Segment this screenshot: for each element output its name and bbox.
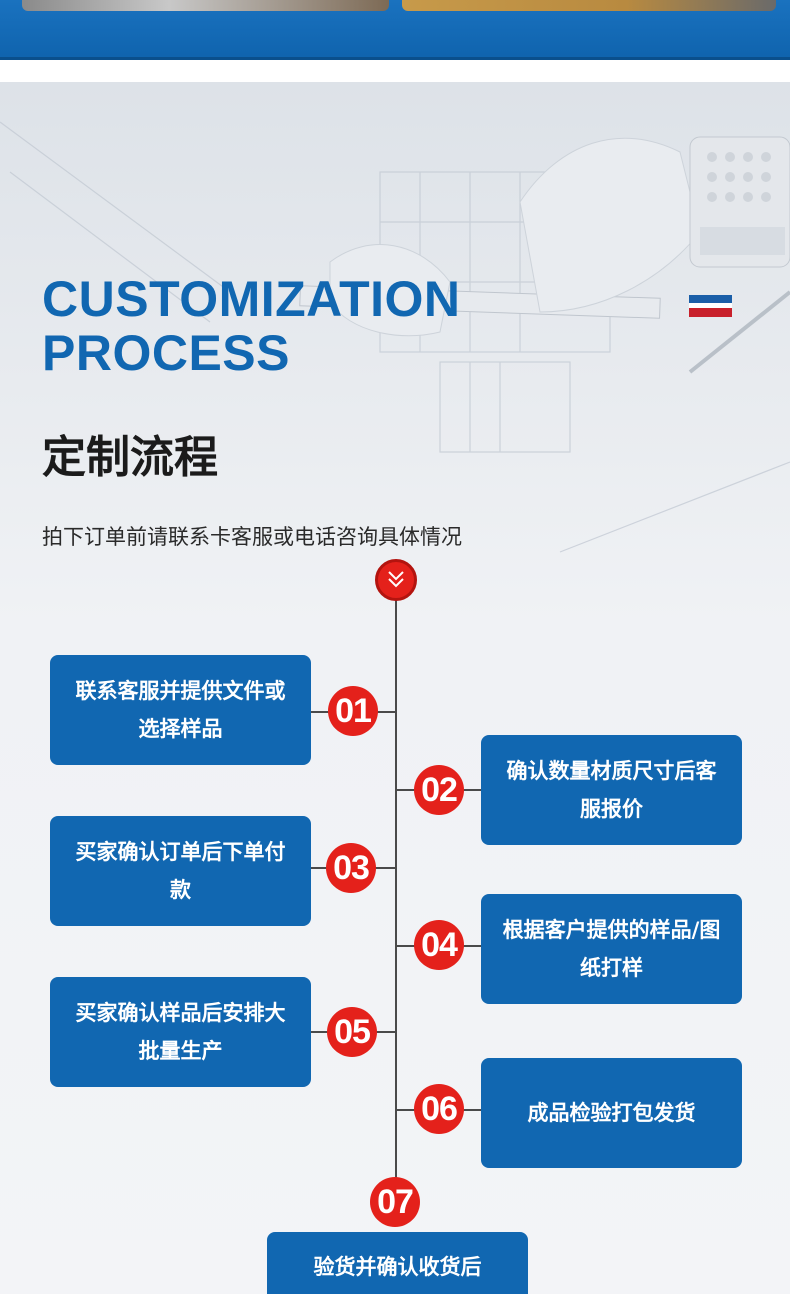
- banner-photo-left: [22, 0, 389, 11]
- step-04-box: 根据客户提供的样品/图纸打样: [481, 894, 742, 1004]
- banner-bottom-line: [0, 57, 790, 60]
- step-05-box: 买家确认样品后安排大批量生产: [50, 977, 311, 1087]
- title-english-line-2: PROCESS: [42, 325, 291, 381]
- step-06-box: 成品检验打包发货: [481, 1058, 742, 1168]
- step-02-box: 确认数量材质尺寸后客服报价: [481, 735, 742, 845]
- step-03-number: 03: [326, 843, 376, 893]
- flag-icon: [689, 295, 732, 317]
- step-01-box: 联系客服并提供文件或选择样品: [50, 655, 311, 765]
- page-title-chinese: 定制流程: [42, 432, 218, 483]
- top-banner: [0, 0, 790, 60]
- step-07-number: 07: [370, 1177, 420, 1227]
- banner-photo-right: [402, 0, 776, 11]
- page-subtitle: 拍下订单前请联系卡客服或电话咨询具体情况: [42, 525, 462, 549]
- step-03-box: 买家确认订单后下单付款: [50, 816, 311, 926]
- page-title-english: CUSTOMIZATION PROCESS: [42, 272, 461, 380]
- double-chevron-down-icon: [375, 559, 417, 601]
- step-05-number: 05: [327, 1007, 377, 1057]
- step-06-number: 06: [414, 1084, 464, 1134]
- step-07-box: 验货并确认收货后: [267, 1232, 528, 1294]
- step-04-number: 04: [414, 920, 464, 970]
- step-02-number: 02: [414, 765, 464, 815]
- timeline-line: [395, 595, 397, 1205]
- title-english-line-1: CUSTOMIZATION: [42, 271, 461, 327]
- step-01-number: 01: [328, 686, 378, 736]
- background-drafting-illustration: [0, 121, 790, 553]
